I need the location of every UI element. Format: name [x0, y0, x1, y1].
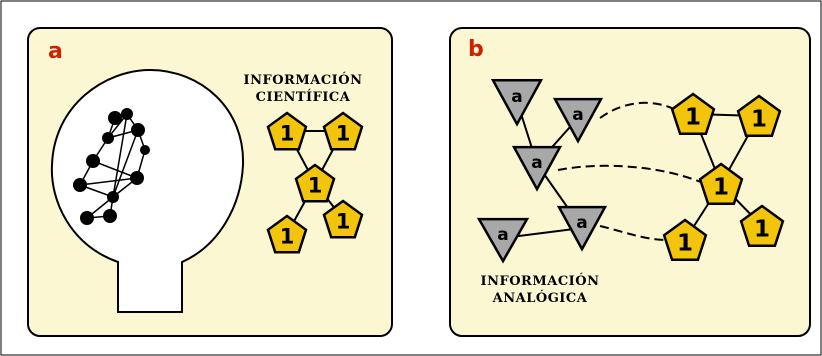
triangle-node: a: [556, 205, 608, 252]
triangle-node-icon: [552, 97, 604, 144]
triangle-node-icon: [556, 205, 608, 252]
pentagon-node-label: 1: [685, 104, 701, 130]
pentagon-node-label: 1: [280, 122, 295, 146]
triangle-node: a: [511, 145, 563, 192]
pentagon-node-icon: [322, 199, 364, 239]
pentagon-node-icon: [322, 111, 364, 151]
pentagon-node-label: 1: [336, 122, 351, 146]
pentagon-node-icon: [739, 204, 785, 248]
triangle-node-label: a: [511, 87, 522, 107]
panel-b-caption-line1: INFORMACIÓN: [481, 272, 600, 289]
triangle-node: a: [476, 217, 530, 264]
pentagon-node: 1: [736, 94, 782, 138]
pentagon-node: 1: [294, 163, 336, 203]
pentagon-node-icon: [266, 111, 308, 151]
pentagon-node-label: 1: [280, 225, 295, 249]
pentagon-node-label: 1: [751, 106, 767, 132]
panel-b-background: [449, 27, 811, 337]
panel-a-caption-line1: INFORMACIÓN: [244, 71, 363, 88]
pentagon-node-label: 1: [754, 216, 770, 242]
triangle-node-label: a: [572, 105, 583, 125]
pentagon-node: 1: [698, 162, 744, 206]
pentagon-node-icon: [736, 94, 782, 138]
triangle-node-icon: [511, 145, 563, 192]
triangle-node-icon: [490, 78, 544, 127]
panel-a-label: a: [48, 39, 63, 64]
panel-a-caption-line2: CIENTÍFICA: [256, 89, 351, 105]
triangle-node-label: a: [576, 213, 587, 233]
head-outline: [50, 68, 245, 313]
pentagon-node-label: 1: [713, 174, 729, 200]
pentagon-node-label: 1: [677, 230, 693, 256]
pentagon-node-icon: [266, 214, 308, 254]
pentagon-node-icon: [670, 92, 716, 136]
triangle-node: a: [490, 78, 544, 127]
triangle-node-label: a: [497, 225, 508, 245]
pentagon-node: 1: [662, 218, 708, 262]
pentagon-node: 1: [266, 111, 308, 151]
pentagon-node-icon: [294, 163, 336, 203]
head-silhouette-icon: [50, 68, 245, 313]
pentagon-node-label: 1: [336, 210, 351, 234]
panel-b-label: b: [468, 37, 484, 62]
pentagon-node: 1: [322, 111, 364, 151]
pentagon-node-icon: [698, 162, 744, 206]
pentagon-node: 1: [739, 204, 785, 248]
triangle-node: a: [552, 97, 604, 144]
triangle-node-icon: [476, 217, 530, 264]
pentagon-node: 1: [322, 199, 364, 239]
pentagon-node: 1: [670, 92, 716, 136]
panel-b-caption-line2: ANALÓGICA: [492, 289, 588, 306]
pentagon-node: 1: [266, 214, 308, 254]
pentagon-node-label: 1: [308, 174, 323, 198]
panel-a: a: [27, 27, 393, 337]
panel-b-triangles: a a a a a: [476, 78, 608, 264]
neural-network-nodes: [73, 108, 150, 225]
triangle-node-label: a: [531, 153, 542, 173]
pentagon-node-icon: [662, 218, 708, 262]
